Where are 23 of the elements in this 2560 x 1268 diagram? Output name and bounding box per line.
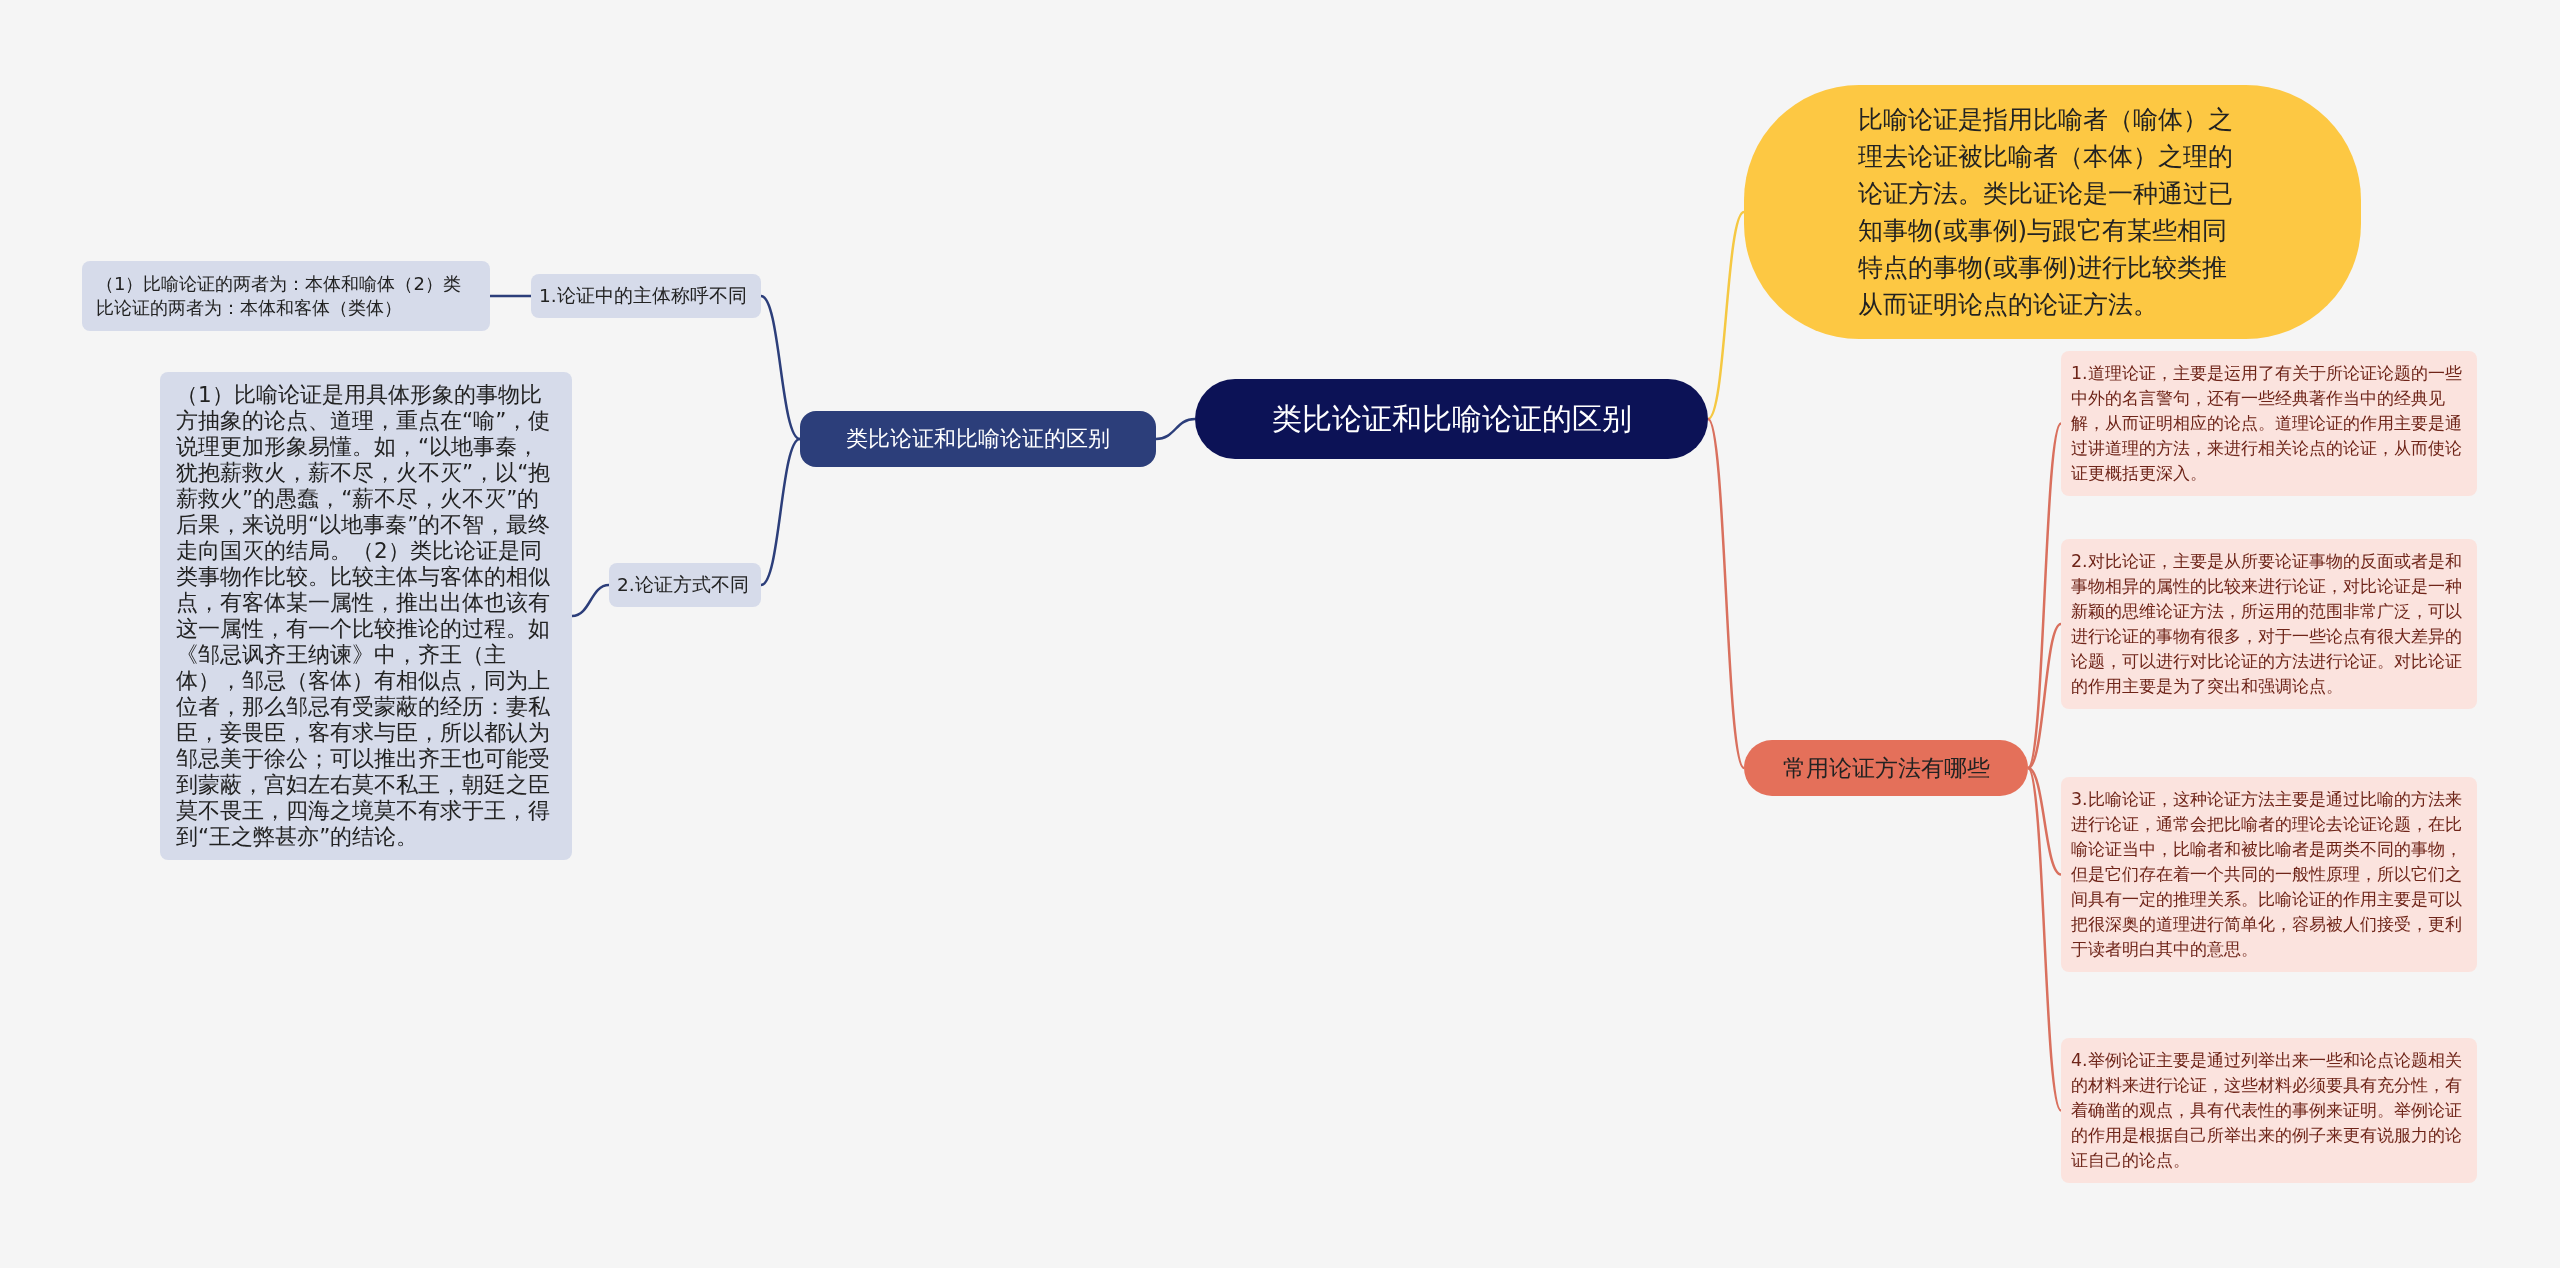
- branch-topic: 常用论证方法有哪些: [1744, 740, 2028, 796]
- note-box: 3.比喻论证，这种论证方法主要是通过比喻的方法来进行论证，通常会把比喻者的理论去论证论题，在比喻论证当中，比喻者和被比喻者是两类不同的事物，但是它们存在着一个共同的一般性原理，所以它们之间具有一定的推理关系。比喻论证的作用主要是可以把很深奥的道理进行简单化，容易被人们接受，更利于读者明白其中的意思。: [2061, 777, 2477, 972]
- subtopic-box: 1.论证中的主体称呼不同: [531, 274, 761, 318]
- note-box: （1）比喻论证是用具体形象的事物比方抽象的论点、道理，重点在“喻”，使说理更加形象易懂。如，“以地事秦，犹抱薪救火，薪不尽，火不灭”，以“抱薪救火”的愚蠢，“薪不尽，火不灭”的后果，来说明“以地事秦”的不智，最终走向国灭的结局。（2）类比论证是同类事物作比较。比较主体与客体的相似点，有客体某一属性，推出出体也该有这一属性，有一个比较推论的过程。如《邹忌讽齐王纳谏》中，齐王（主体），邹忌（客体）有相似点，同为上位者，那么邹忌有受蒙蔽的经历：妻私臣，妾畏臣，客有求与臣，所以都认为邹忌美于徐公；可以推出齐王也可能受到蒙蔽，宫妇左右莫不私王，朝廷之臣莫不畏王，四海之境莫不有求于王，得到“王之弊甚亦”的结论。: [160, 372, 572, 860]
- branch-topic: 类比论证和比喻论证的区别: [800, 411, 1156, 467]
- connector-line: [571, 583, 610, 618]
- central-topic: 类比论证和比喻论证的区别: [1195, 379, 1708, 459]
- note-box: （1）比喻论证的两者为：本体和喻体（2）类比论证的两者为：本体和客体（类体）: [82, 261, 490, 331]
- connector-line: [2026, 422, 2063, 769]
- note-box: 4.举例论证主要是通过列举出来一些和论点论题相关的材料来进行论证，这些材料必须要具有充分性，有着确凿的观点，具有代表性的事例来证明。举例论证的作用是根据自己所举出来的例子来更有说服力的论证自己的论点。: [2061, 1038, 2477, 1183]
- connector-line: [1155, 417, 1196, 441]
- subtopic-box: 2.论证方式不同: [609, 563, 761, 607]
- connector-line: [1707, 211, 1745, 420]
- note-box: 1.道理论证，主要是运用了有关于所论证论题的一些中外的名言警句，还有一些经典著作当中的经典见解，从而证明相应的论点。道理论证的作用主要是通过讲道理的方法，来进行相关论点的论证，从而使论证更概括更深入。: [2061, 351, 2477, 496]
- connector-line: [760, 294, 801, 441]
- connector-line: [2027, 766, 2062, 876]
- note-box: 2.对比论证，主要是从所要论证事物的反面或者是和事物相异的属性的比较来进行论证，对比论证是一种新颖的思维论证方法，所运用的范围非常广泛，可以进行论证的事物有很多，对于一些论点有很大差异的论题，可以进行对比论证的方法进行论证。对比论证的作用主要是为了突出和强调论点。: [2061, 539, 2477, 709]
- connector-line: [490, 294, 531, 298]
- connector-line: [760, 437, 801, 587]
- connector-line: [1706, 418, 1746, 769]
- topic-bubble: 比喻论证是指用比喻者（喻体）之理去论证被比喻者（本体）之理的论证方法。类比证论是一种通过已知事物(或事例)与跟它有某些相同特点的事物(或事例)进行比较类推从而证明论点的论证方法。: [1744, 85, 2361, 339]
- connector-line: [2027, 623, 2062, 769]
- connector-line: [2026, 767, 2063, 1112]
